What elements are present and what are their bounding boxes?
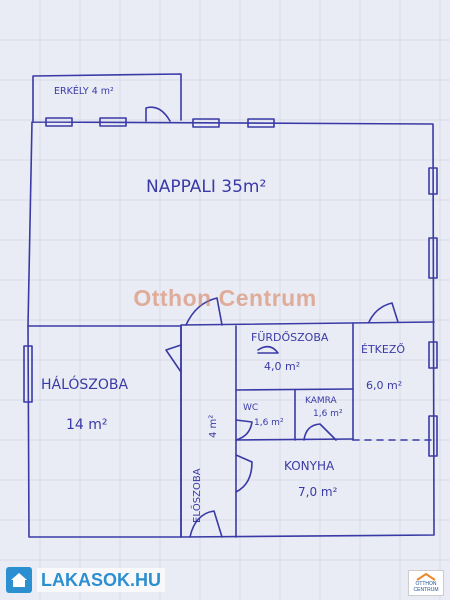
label-haloszoba-area: 14 m²	[66, 417, 108, 433]
label-etkezo-area: 6,0 m²	[366, 379, 402, 392]
door-hall-bedroom	[165, 344, 182, 373]
label-kamra-area: 1,6 m²	[313, 409, 343, 419]
label-nappali: NAPPALI 35m²	[146, 177, 266, 197]
watermark-text: Otthon Centrum	[133, 285, 317, 311]
window-top-3	[192, 118, 220, 128]
label-eloszoba-area: 4 m²	[208, 415, 219, 438]
wall-kitchen-top	[235, 438, 354, 441]
window-right-1	[428, 167, 438, 195]
window-left-1	[23, 345, 33, 403]
door-kitchen	[235, 454, 253, 493]
wall-top-service	[180, 321, 435, 326]
door-dining	[368, 302, 399, 323]
door-balcony	[145, 106, 171, 122]
window-right-2	[428, 237, 438, 279]
label-kamra: KAMRA	[305, 396, 338, 406]
label-wc-area: 1,6 m²	[254, 418, 284, 428]
label-furdoszoba-area: 4,0 m²	[264, 360, 300, 373]
lakasok-logo-text: LAKASOK.HU	[37, 568, 165, 592]
otthon-logo-text-top: OTTHON	[415, 581, 437, 587]
window-top-4	[247, 118, 275, 128]
label-etkezo: ÉTKEZŐ	[361, 342, 405, 356]
balcony-outline	[32, 73, 182, 123]
lakasok-logo: LAKASOK.HU	[6, 567, 165, 593]
label-konyha-area: 7,0 m²	[298, 485, 338, 499]
label-konyha: KONYHA	[284, 459, 335, 473]
door-kamra	[303, 423, 337, 441]
label-wc: WC	[243, 403, 258, 413]
roof-icon	[416, 573, 436, 581]
window-right-3	[428, 341, 438, 369]
otthon-logo-text-bottom: CENTRUM	[413, 587, 439, 593]
door-entrance	[189, 510, 223, 538]
otthon-centrum-logo: OTTHON CENTRUM	[408, 570, 444, 596]
window-top-1	[45, 117, 73, 127]
label-furdoszoba: FÜRDŐSZOBA	[251, 330, 329, 344]
door-living	[185, 297, 223, 326]
left-wall-lower	[27, 325, 182, 538]
label-haloszoba: HÁLÓSZOBA	[41, 375, 129, 393]
door-wc	[235, 419, 253, 441]
label-erkely: ERKÉLY 4 m²	[54, 85, 114, 97]
window-top-2	[99, 117, 127, 127]
window-right-4	[428, 415, 438, 457]
door-bath	[257, 345, 279, 354]
house-icon	[6, 567, 32, 593]
label-eloszoba: ELŐSZOBA	[189, 468, 203, 523]
